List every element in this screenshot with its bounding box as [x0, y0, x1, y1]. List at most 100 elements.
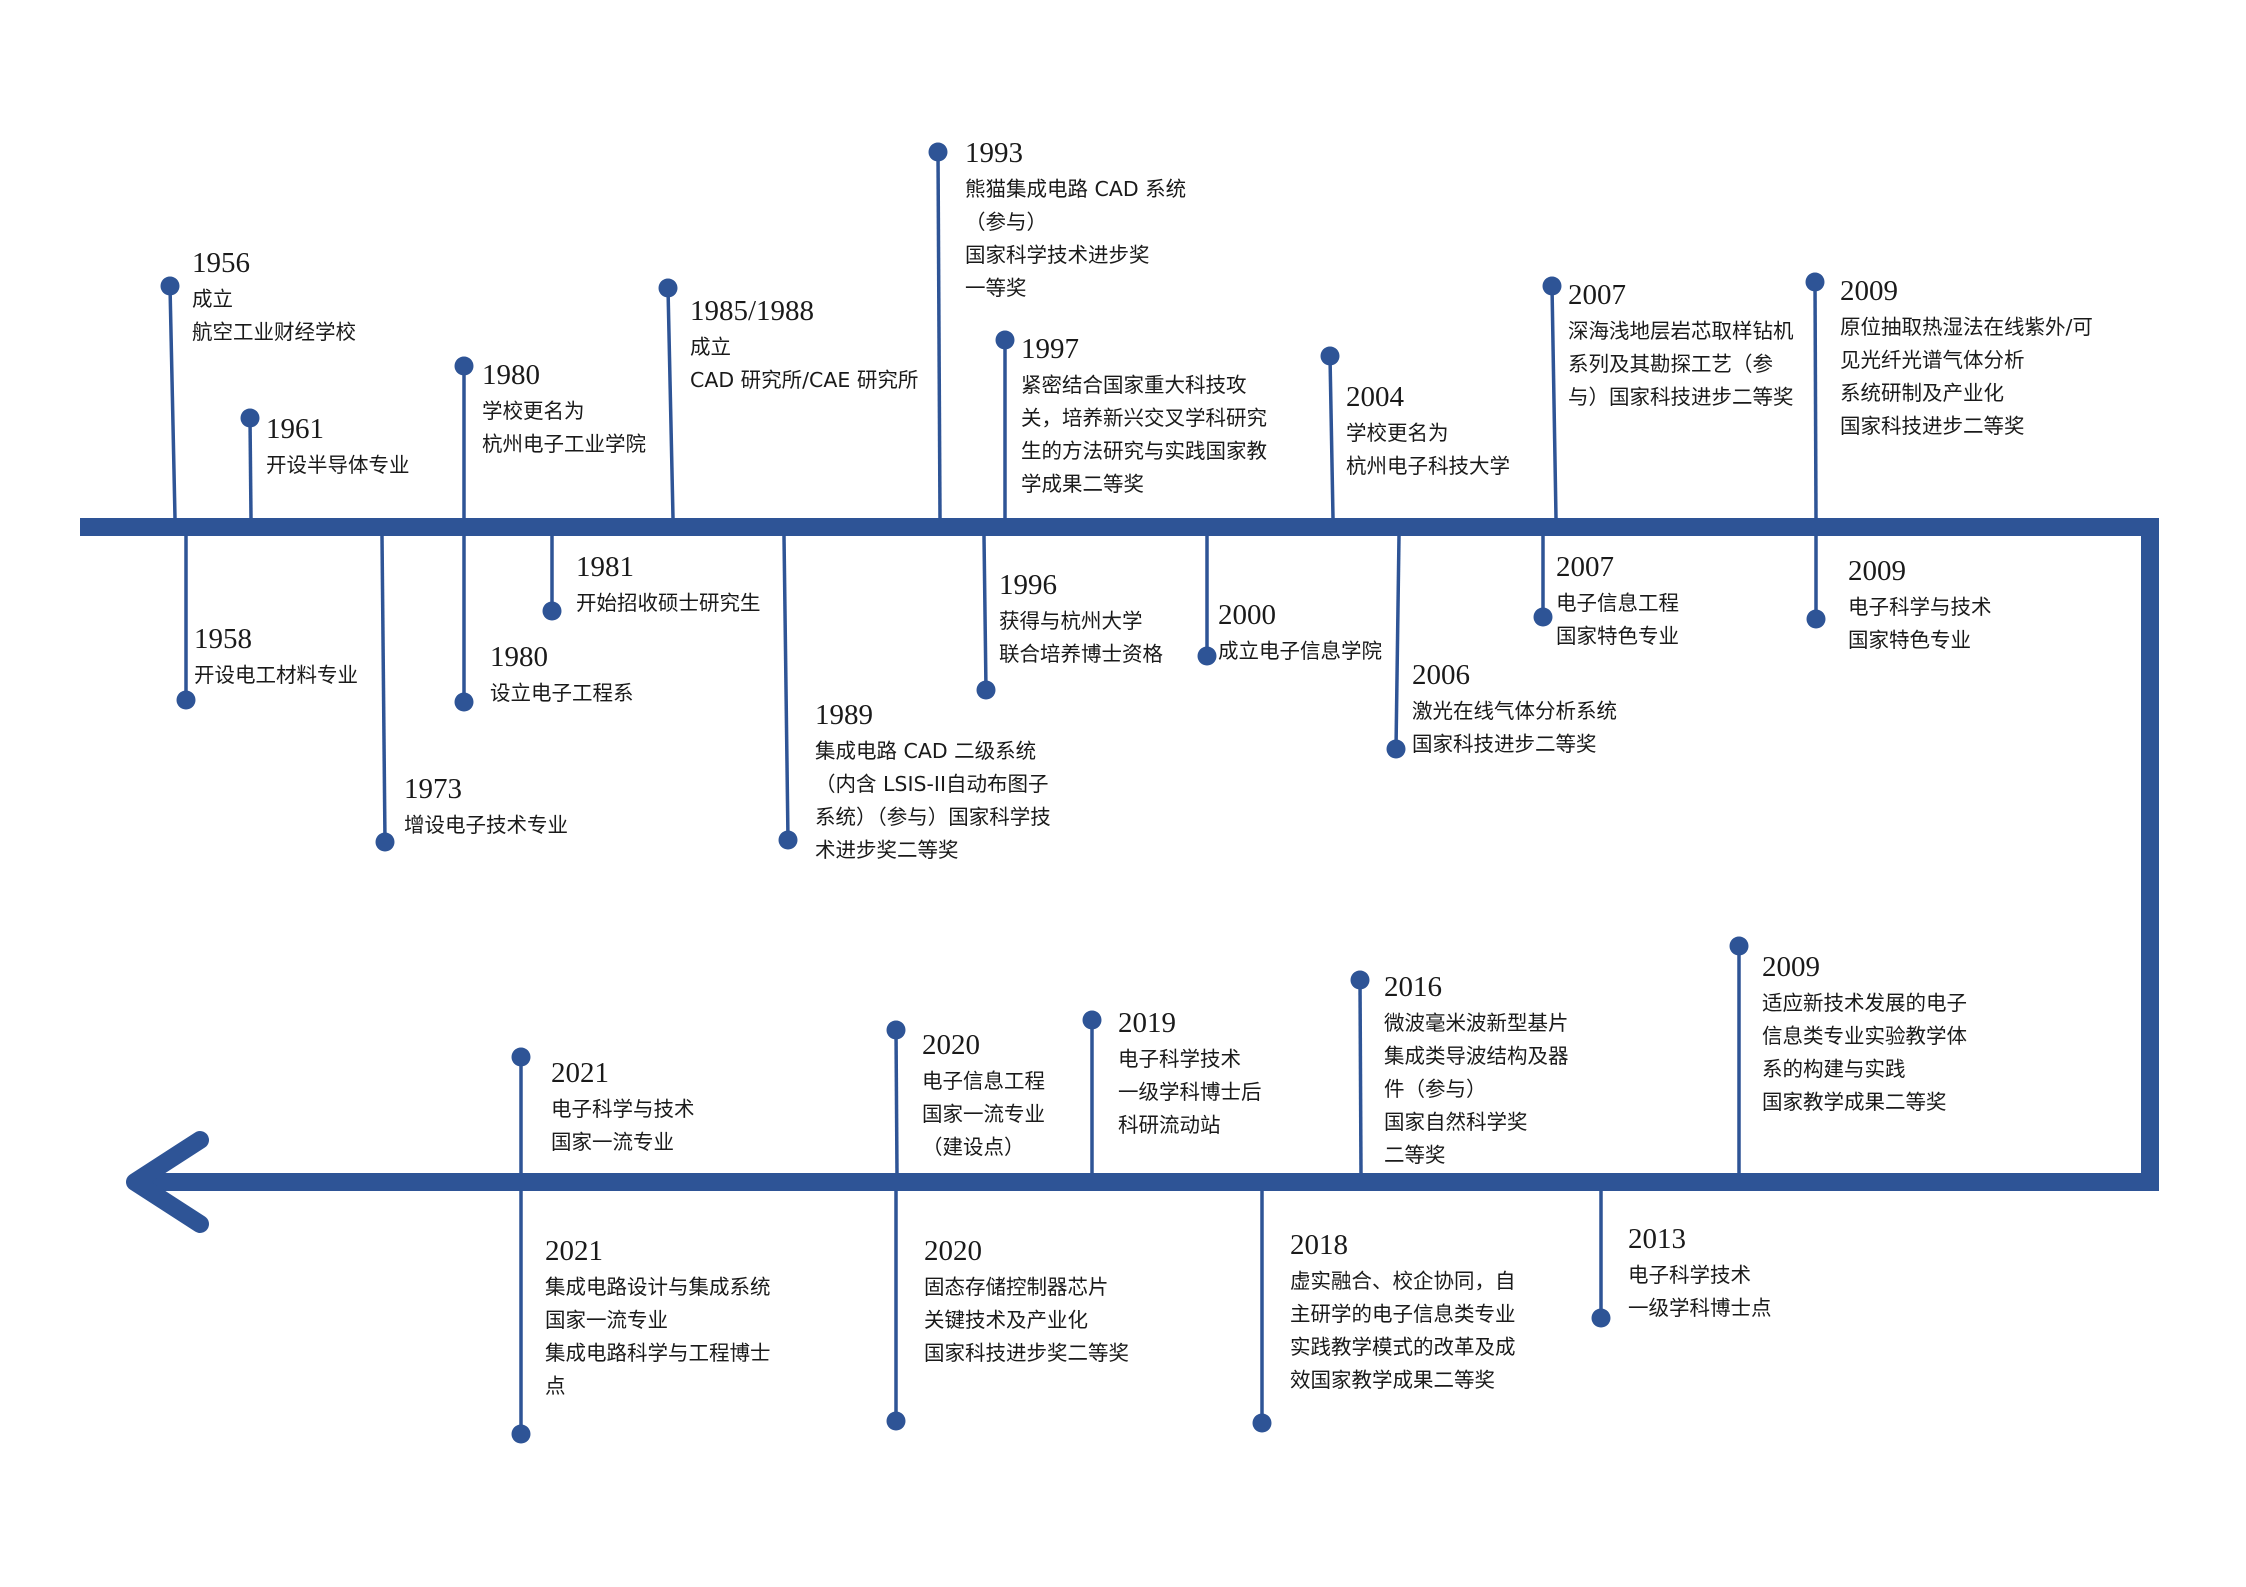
event-year: 2006 — [1412, 659, 1470, 691]
event-dot — [1542, 276, 1562, 296]
event-description-line: CAD 研究所/CAE 研究所 — [690, 368, 919, 392]
event-year: 2021 — [545, 1235, 603, 1267]
event-dot — [976, 680, 996, 700]
event-description-line: 系统研制及产业化 — [1840, 381, 2004, 405]
event-dot — [542, 601, 562, 621]
event-description-line: 实践教学模式的改革及成 — [1290, 1335, 1516, 1359]
event-description-line: 电子信息工程 — [1556, 591, 1679, 615]
event-description-line: 电子科学技术 — [1628, 1263, 1751, 1287]
event-description-line: 效国家教学成果二等奖 — [1290, 1368, 1495, 1392]
event-dot — [1729, 936, 1749, 956]
event-description-line: 与）国家科技进步二等奖 — [1568, 385, 1794, 409]
event-year: 1981 — [576, 551, 634, 583]
event-description-line: 成立 — [192, 287, 233, 311]
event-stem — [1813, 281, 1818, 519]
event-description-line: 激光在线气体分析系统 — [1412, 699, 1617, 723]
event-description-line: 杭州电子工业学院 — [482, 432, 646, 456]
event-description-line: 生的方法研究与实践国家教 — [1021, 439, 1267, 463]
event-dot — [1320, 346, 1340, 366]
event-dot — [995, 330, 1015, 350]
event-description-line: 国家一流专业 — [922, 1102, 1045, 1126]
event-description-line: 熊猫集成电路 CAD 系统 — [965, 177, 1187, 201]
event-dot — [511, 1047, 531, 1067]
event-description-line: 国家特色专业 — [1848, 628, 1971, 652]
event-year: 2009 — [1762, 951, 1820, 983]
event-description-line: 深海浅地层岩芯取样钻机 — [1568, 319, 1794, 343]
event-description-line: （内含 LSIS-II自动布图子 — [815, 772, 1049, 796]
event-description-line: 国家一流专业 — [551, 1130, 674, 1154]
event-stem — [1358, 979, 1363, 1175]
event-year: 2009 — [1848, 555, 1906, 587]
event-description-line: 设立电子工程系 — [490, 681, 634, 705]
event-stem — [168, 285, 177, 519]
event-dot — [886, 1411, 906, 1431]
event-description-line: 系统）（参与）国家科学技 — [815, 805, 1051, 829]
event-stem — [982, 535, 988, 691]
event-dot — [658, 278, 678, 298]
event-description-line: 见光纤光谱气体分析 — [1840, 348, 2025, 372]
event-year: 2013 — [1628, 1223, 1686, 1255]
event-label: 2009 电子科学与技术国家特色专业 — [1848, 554, 1992, 657]
event-description-line: 一等奖 — [965, 276, 1027, 300]
event-year: 1996 — [999, 569, 1057, 601]
event-description-line: 点 — [545, 1374, 566, 1398]
event-description-line: 开设电工材料专业 — [194, 663, 358, 687]
event-description-line: 增设电子技术专业 — [404, 813, 568, 837]
event-description-line: 国家一流专业 — [545, 1308, 668, 1332]
event-dot — [240, 408, 260, 428]
timeline-axis — [80, 518, 2159, 1191]
event-year: 2007 — [1556, 551, 1614, 583]
event-description-line: 系列及其勘探工艺（参 — [1568, 352, 1773, 376]
event-dot — [176, 690, 196, 710]
event-year: 1980 — [482, 359, 540, 391]
event-year: 2000 — [1218, 599, 1276, 631]
event-dot — [375, 832, 395, 852]
event-dot — [511, 1424, 531, 1444]
event-dot — [1197, 646, 1217, 666]
event-year: 1997 — [1021, 333, 1079, 365]
event-year: 2018 — [1290, 1229, 1348, 1261]
event-description-line: 学校更名为 — [482, 399, 585, 423]
event-stem — [1328, 355, 1335, 519]
event-description-line: 电子科学与技术 — [1848, 595, 1992, 619]
event-description-line: 成立 — [690, 335, 731, 359]
event-description-line: 科研流动站 — [1118, 1113, 1221, 1137]
event-year: 1989 — [815, 699, 873, 731]
event-year: 2004 — [1346, 381, 1404, 413]
event-description-line: 件（参与） — [1384, 1077, 1487, 1101]
event-description-line: 开设半导体专业 — [266, 453, 410, 477]
event-dot — [160, 276, 180, 296]
event-year: 2007 — [1568, 279, 1626, 311]
event-description-line: 二等奖 — [1384, 1143, 1446, 1167]
event-dot — [886, 1020, 906, 1040]
event-dot — [1350, 970, 1370, 990]
event-stem — [248, 417, 253, 519]
event-description-line: （参与） — [965, 210, 1047, 234]
event-description-line: 集成电路科学与工程博士 — [545, 1341, 771, 1365]
event-description-line: 集成类导波结构及器 — [1384, 1044, 1569, 1068]
event-description-line: 紧密结合国家重大科技攻 — [1021, 373, 1247, 397]
event-description-line: 关键技术及产业化 — [924, 1308, 1088, 1332]
event-description-line: 信息类专业实验教学体 — [1762, 1024, 1967, 1048]
event-description-line: 系的构建与实践 — [1762, 1057, 1906, 1081]
event-stem — [1550, 285, 1558, 519]
event-dot — [1806, 609, 1826, 629]
event-year: 2020 — [924, 1235, 982, 1267]
event-stem — [1394, 535, 1401, 750]
event-description-line: 主研学的电子信息类专业 — [1290, 1302, 1516, 1326]
